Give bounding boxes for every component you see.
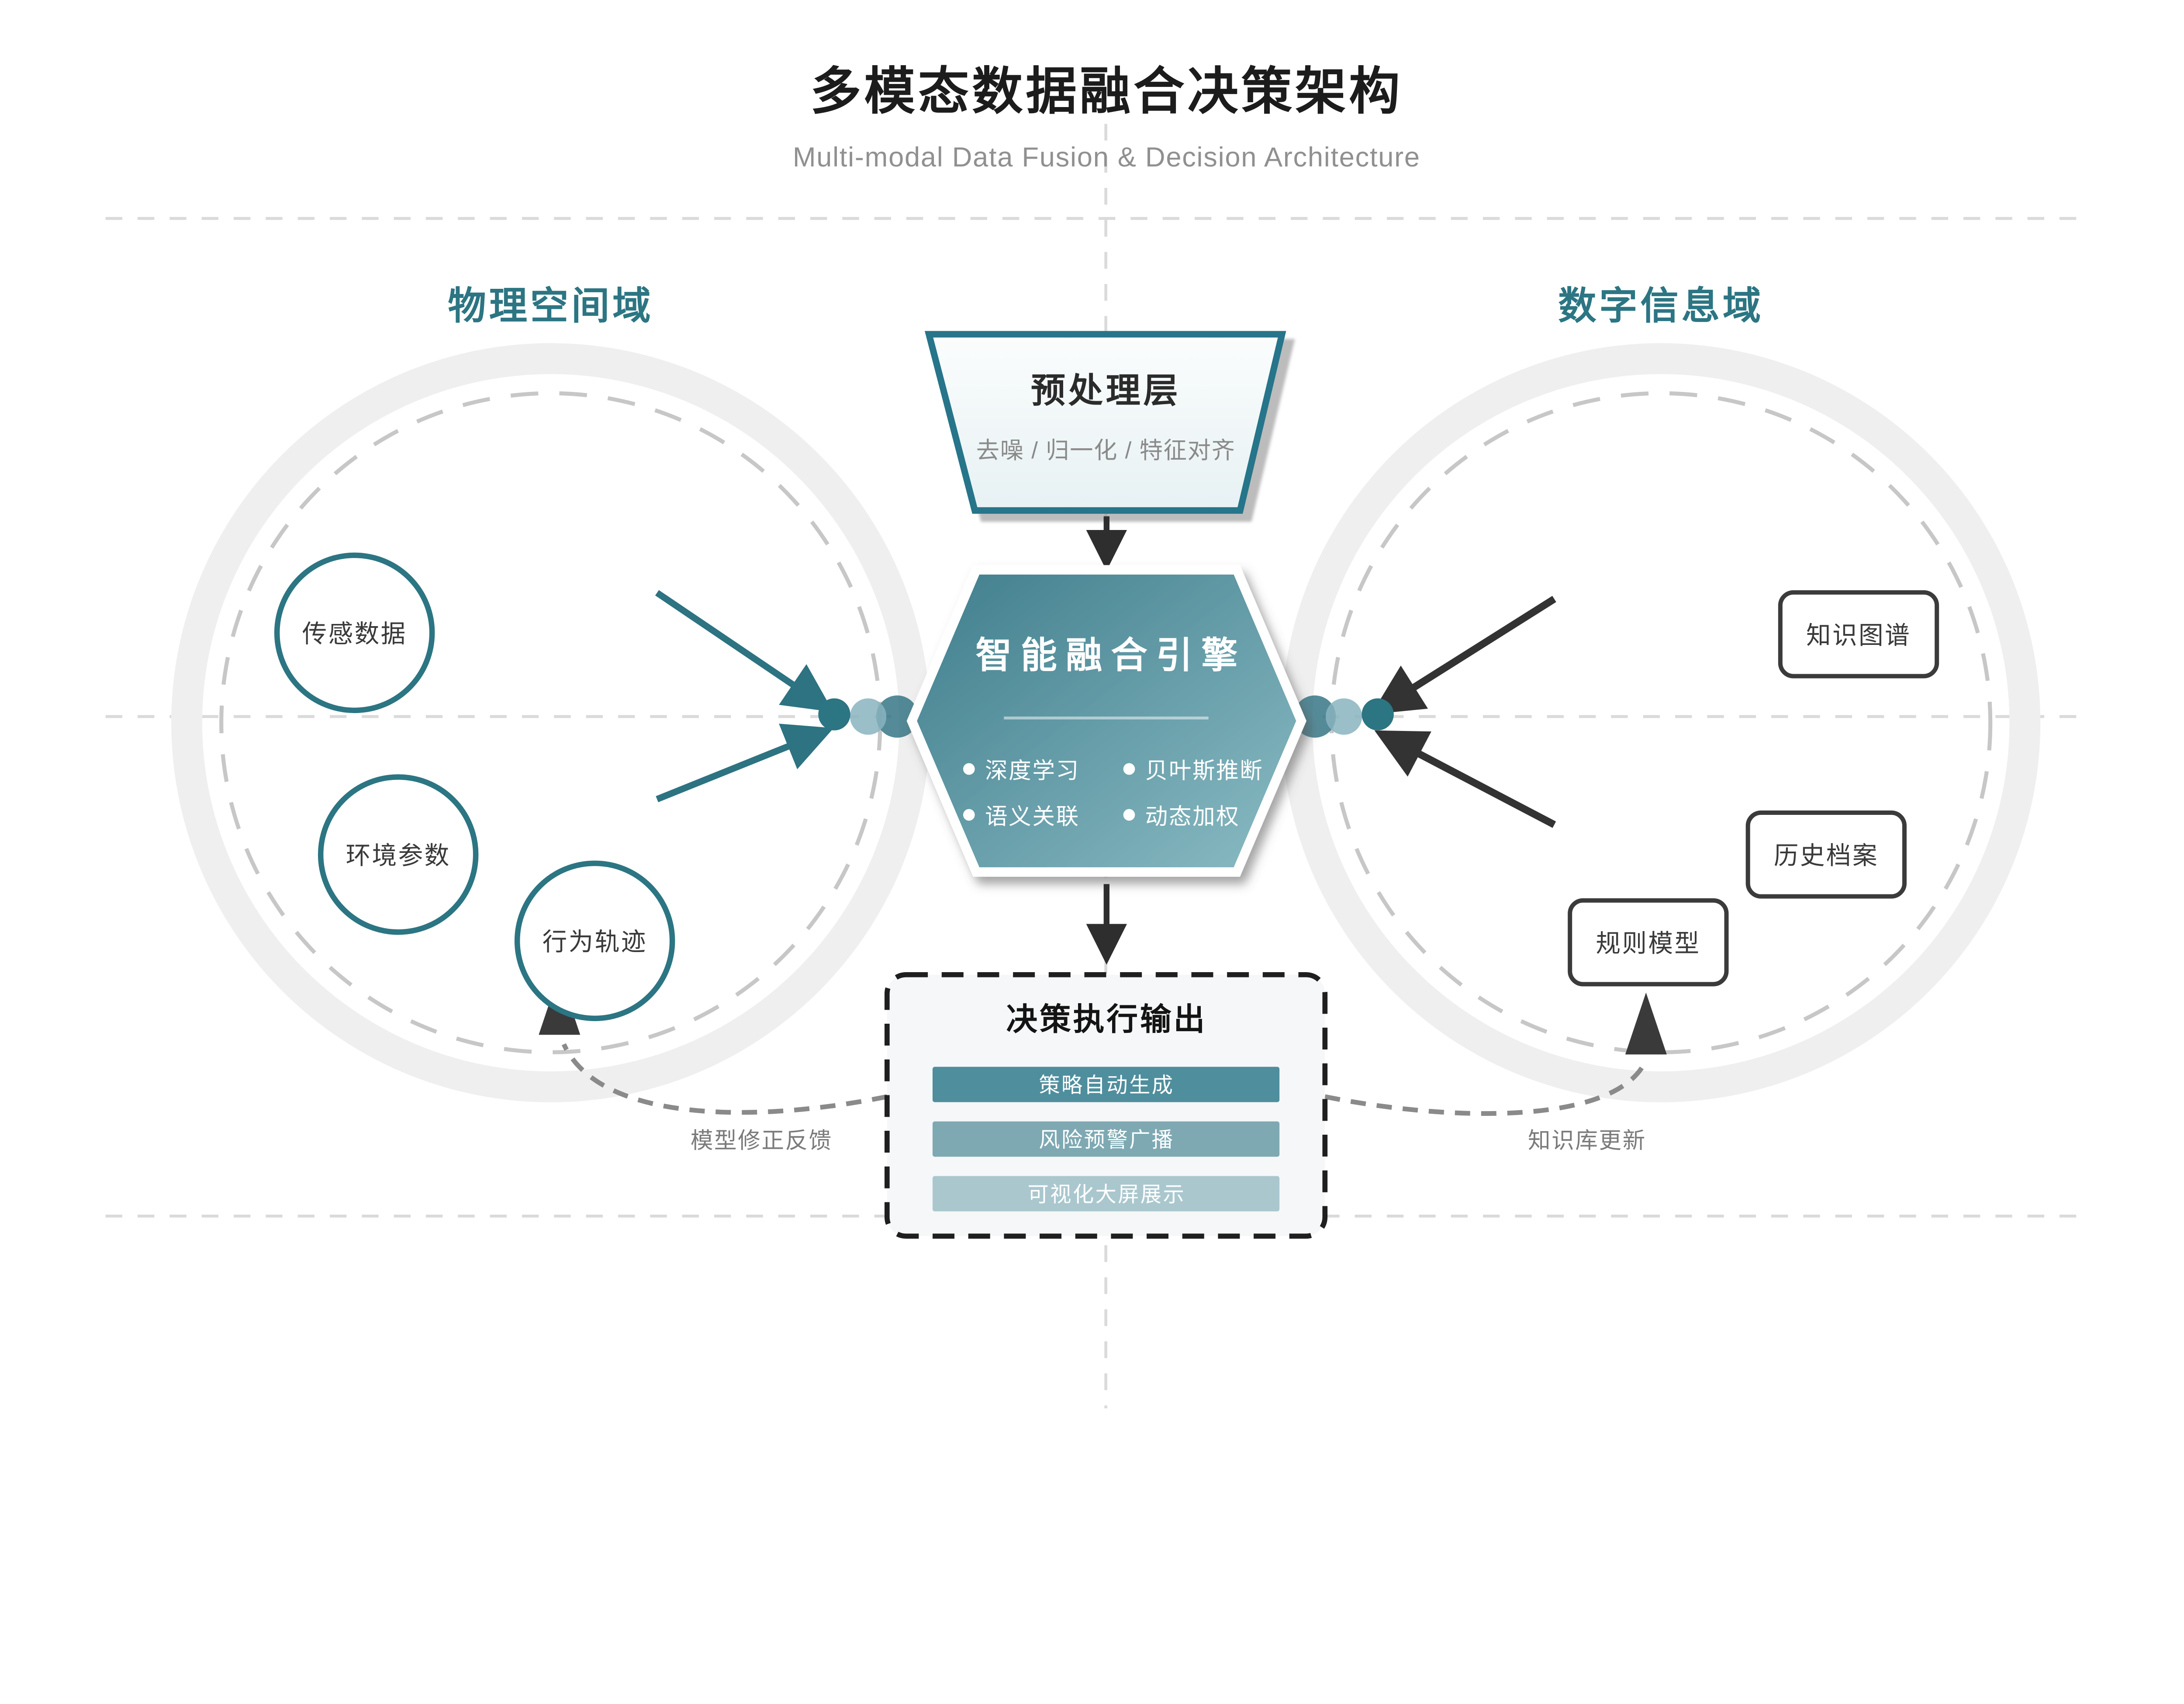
bullet-dot-icon <box>963 809 975 821</box>
fusion-engine: 智能融合引擎 深度学习 贝叶斯推断 语义关联 动态加权 <box>906 565 1306 965</box>
decision-output-box <box>885 972 1328 1239</box>
right-inner-dot <box>1293 695 1336 738</box>
physical-domain-nodes: 传感数据 环境参数 行为轨迹 <box>274 552 675 1022</box>
left-outer-dot <box>818 698 850 731</box>
digital-domain-nodes: 知识图谱 历史档案 规则模型 <box>1568 590 1939 987</box>
environment-params-label: 环境参数 <box>346 842 451 870</box>
engine-bullet-deep-learning: 深度学习 <box>985 758 1080 783</box>
model-feedback-label: 模型修正反馈 <box>691 1128 833 1153</box>
architecture-diagram: 模型修正反馈 知识库更新 多模态数据融合决策架构 Multi-modal Dat… <box>105 62 2079 1409</box>
decision-output-title: 决策执行输出 <box>1006 1002 1207 1037</box>
node-behavior-track: 行为轨迹 <box>514 860 675 1022</box>
preprocess-title: 预处理层 <box>1031 371 1181 410</box>
decision-output: 决策执行输出 策略自动生成 风险预警广播 可视化大屏展示 <box>885 972 1328 1239</box>
engine-bullet-bayesian: 贝叶斯推断 <box>1145 758 1264 783</box>
right-mid-dot <box>1326 698 1362 735</box>
decision-bar-strategy <box>933 1067 1280 1102</box>
digital-arrow-upper <box>1371 596 1556 714</box>
decision-output-items: 策略自动生成 风险预警广播 可视化大屏展示 <box>933 1067 1280 1212</box>
node-knowledge-graph: 知识图谱 <box>1778 590 1939 679</box>
left-mid-dot <box>850 698 887 735</box>
page-title: 多模态数据融合决策架构 <box>810 62 1403 120</box>
model-feedback-curve <box>561 1043 888 1115</box>
knowledge-graph-box <box>1778 590 1939 679</box>
bullet-dot-icon <box>1123 809 1135 821</box>
preprocess-layer: 预处理层 去噪 / 归一化 / 特征对齐 <box>924 331 1286 571</box>
bullet-dot-icon <box>1123 763 1135 775</box>
knowledge-graph-label: 知识图谱 <box>1806 622 1911 650</box>
history-archive-box <box>1745 810 1907 899</box>
physical-arrow-lower <box>656 724 834 803</box>
fusion-engine-bullets: 深度学习 贝叶斯推断 语义关联 动态加权 <box>963 758 1264 829</box>
behavior-track-circle <box>514 860 675 1022</box>
knowledge-update-label: 知识库更新 <box>1528 1128 1646 1153</box>
physical-arrow-upper <box>655 590 833 712</box>
engine-bullet-dynamic-weight: 动态加权 <box>1145 804 1240 829</box>
fusion-engine-hexagon <box>906 565 1306 877</box>
node-environment-params: 环境参数 <box>318 774 479 935</box>
left-inner-dot <box>876 695 919 738</box>
decision-bar-risk <box>933 1121 1280 1157</box>
knowledge-update-curve <box>1324 1062 1647 1116</box>
input-arrows <box>655 590 1556 828</box>
digital-domain-label: 数字信息域 <box>1558 284 1764 327</box>
feedback-loops: 模型修正反馈 知识库更新 <box>539 973 1667 1153</box>
sensor-data-label: 传感数据 <box>302 620 407 648</box>
page-subtitle: Multi-modal Data Fusion & Decision Archi… <box>793 142 1420 173</box>
decision-bar-visualization-label: 可视化大屏展示 <box>1028 1183 1186 1206</box>
history-archive-label: 历史档案 <box>1774 842 1879 870</box>
decision-bar-visualization <box>933 1176 1280 1212</box>
physical-domain-label: 物理空间域 <box>448 284 653 327</box>
node-sensor-data: 传感数据 <box>274 552 435 713</box>
fusion-engine-title: 智能融合引擎 <box>975 635 1246 676</box>
engine-bullet-semantic: 语义关联 <box>985 804 1080 829</box>
knowledge-update-arrowhead-icon <box>1625 992 1667 1055</box>
node-history-archive: 历史档案 <box>1745 810 1907 899</box>
digital-arrow-lower <box>1374 730 1556 828</box>
bullet-dot-icon <box>963 763 975 775</box>
node-rule-model: 规则模型 <box>1568 898 1729 987</box>
behavior-track-label: 行为轨迹 <box>543 928 647 956</box>
connector-dots <box>818 695 1394 738</box>
diagram-stage: 模型修正反馈 知识库更新 多模态数据融合决策架构 Multi-modal Dat… <box>105 62 2079 1409</box>
decision-bar-risk-label: 风险预警广播 <box>1039 1128 1174 1152</box>
decision-bar-strategy-label: 策略自动生成 <box>1039 1074 1174 1097</box>
rule-model-label: 规则模型 <box>1596 930 1700 958</box>
preprocess-subtitle: 去噪 / 归一化 / 特征对齐 <box>976 438 1236 464</box>
right-outer-dot <box>1362 698 1394 731</box>
rule-model-box <box>1568 898 1729 987</box>
environment-params-circle <box>318 774 479 935</box>
preprocess-trapezoid <box>924 331 1286 514</box>
sensor-data-circle <box>274 552 435 713</box>
